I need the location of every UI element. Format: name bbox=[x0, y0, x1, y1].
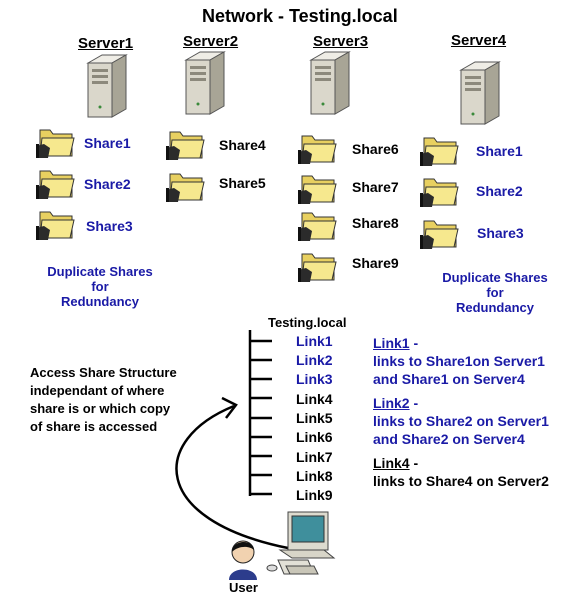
server4-share2-label: Share2 bbox=[476, 183, 523, 199]
tree-link8: Link8 bbox=[296, 468, 333, 484]
server3-share6-label: Share6 bbox=[352, 141, 399, 157]
redundancy-note-right: Duplicate Shares for Redundancy bbox=[420, 270, 570, 315]
note-line: Duplicate Shares bbox=[47, 264, 153, 279]
server1-icon bbox=[86, 54, 128, 118]
access-line: independant of where bbox=[30, 383, 165, 398]
link2-description: Link2 - links to Share2 on Server1 and S… bbox=[373, 394, 549, 448]
tree-link1: Link1 bbox=[296, 333, 333, 349]
note-line: Redundancy bbox=[60, 294, 139, 309]
tree-lines bbox=[248, 330, 272, 496]
tree-link4: Link4 bbox=[296, 391, 333, 407]
server1-share2-label: Share2 bbox=[84, 176, 131, 192]
link2-line: and Share2 on Server4 bbox=[373, 431, 525, 447]
link1-line: and Share1 on Server4 bbox=[373, 371, 525, 387]
server3-share7-label: Share7 bbox=[352, 179, 399, 195]
note-line: for bbox=[486, 285, 504, 300]
tree-link5: Link5 bbox=[296, 410, 333, 426]
diagram-title: Network - Testing.local bbox=[202, 6, 398, 26]
server2-share4-label: Share4 bbox=[219, 137, 266, 153]
user-icon bbox=[229, 540, 257, 580]
link4-line: links to Share4 on Server2 bbox=[373, 473, 549, 489]
server3-label: Server3 bbox=[313, 33, 369, 50]
server4-share3-label: Share3 bbox=[477, 225, 524, 241]
note-line: Duplicate Shares bbox=[442, 270, 548, 285]
server1-share3-label: Share3 bbox=[86, 218, 133, 234]
server4-label: Server4 bbox=[451, 32, 507, 49]
link1-line: links to Share1on Server1 bbox=[373, 353, 545, 369]
access-line: of share is accessed bbox=[30, 419, 158, 434]
server2-label: Server2 bbox=[183, 33, 239, 50]
tree-link9: Link9 bbox=[296, 487, 333, 503]
link4-dash: - bbox=[413, 455, 419, 471]
tree-link3: Link3 bbox=[296, 371, 333, 387]
link1-name: Link1 bbox=[373, 335, 410, 351]
link2-line: links to Share2 on Server1 bbox=[373, 413, 549, 429]
server4-share1-label: Share1 bbox=[476, 143, 523, 159]
link4-description: Link4 - links to Share4 on Server2 bbox=[373, 454, 549, 490]
access-line: share is or which copy bbox=[30, 401, 171, 416]
computer-icon bbox=[266, 511, 336, 575]
link2-name: Link2 bbox=[373, 395, 410, 411]
server1-share1-label: Share1 bbox=[84, 135, 131, 151]
server3-icon bbox=[309, 51, 351, 115]
tree-root-label: Testing.local bbox=[268, 315, 347, 330]
server2-share5-label: Share5 bbox=[219, 175, 266, 191]
server2-icon bbox=[184, 51, 226, 115]
access-line: Access Share Structure bbox=[30, 365, 177, 380]
link1-description: Link1 - links to Share1on Server1 and Sh… bbox=[373, 334, 545, 388]
note-line: Redundancy bbox=[455, 300, 534, 315]
link1-dash: - bbox=[413, 335, 419, 351]
link4-name: Link4 bbox=[373, 455, 410, 471]
server3-share8-label: Share8 bbox=[352, 215, 399, 231]
server1-label: Server1 bbox=[78, 35, 134, 52]
tree-link6: Link6 bbox=[296, 429, 333, 445]
user-label: User bbox=[229, 580, 258, 595]
access-note: Access Share Structure independant of wh… bbox=[30, 364, 177, 436]
server4-icon bbox=[459, 61, 501, 125]
tree-link7: Link7 bbox=[296, 449, 333, 465]
link2-dash: - bbox=[413, 395, 419, 411]
tree-link2: Link2 bbox=[296, 352, 333, 368]
server3-share9-label: Share9 bbox=[352, 255, 399, 271]
note-line: for bbox=[91, 279, 109, 294]
redundancy-note-left: Duplicate Shares for Redundancy bbox=[26, 264, 174, 309]
